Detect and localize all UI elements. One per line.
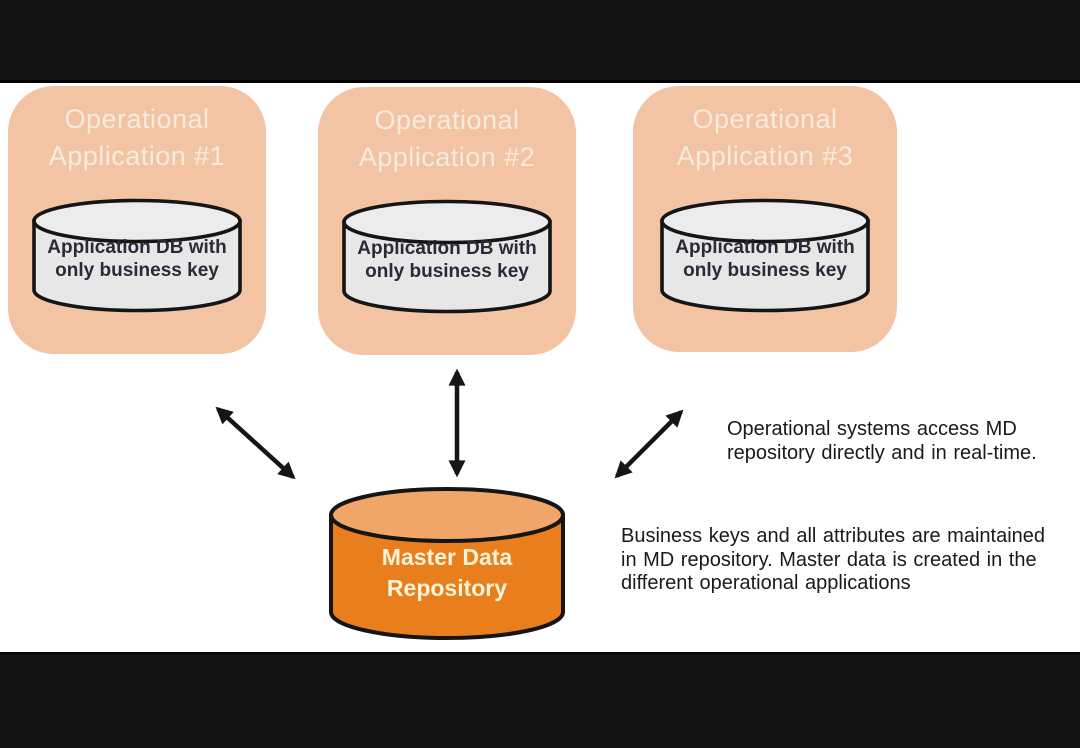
database-cylinder-icon [660, 198, 870, 313]
card-operational-application-3: Operational Application #3 Application D… [633, 86, 897, 352]
application-db-label: Application DB with only business key [357, 238, 537, 282]
database-cylinder-icon [329, 487, 565, 640]
card-title: Operational Application #3 [676, 104, 854, 171]
card-title: Operational Application #2 [358, 105, 536, 172]
database-cylinder-icon [32, 198, 242, 313]
letterbox-top [0, 0, 1080, 83]
card-operational-application-1: Operational Application #1 Application D… [8, 86, 266, 354]
application-db-label: Application DB with only business key [675, 237, 855, 281]
database-cylinder-icon [342, 199, 552, 314]
repository-label: Master Data Repository [381, 544, 513, 601]
arrow-app1-repository [215, 406, 296, 480]
letterbox-bottom [0, 652, 1080, 748]
annotation-business-keys: Business keys and all attributes are mai… [621, 525, 1046, 594]
application-db-cylinder: Application DB with only business key [658, 196, 872, 316]
card-operational-application-2: Operational Application #2 Application D… [318, 87, 576, 355]
card-title: Operational Application #1 [48, 104, 226, 171]
application-db-cylinder: Application DB with only business key [30, 196, 244, 316]
master-data-repository: Master Data Repository [326, 486, 568, 644]
annotation-realtime-access: Operational systems access MD repository… [727, 418, 1037, 464]
arrow-app3-repository [614, 409, 684, 479]
application-db-label: Application DB with only business key [47, 237, 227, 281]
application-db-cylinder: Application DB with only business key [340, 197, 554, 317]
